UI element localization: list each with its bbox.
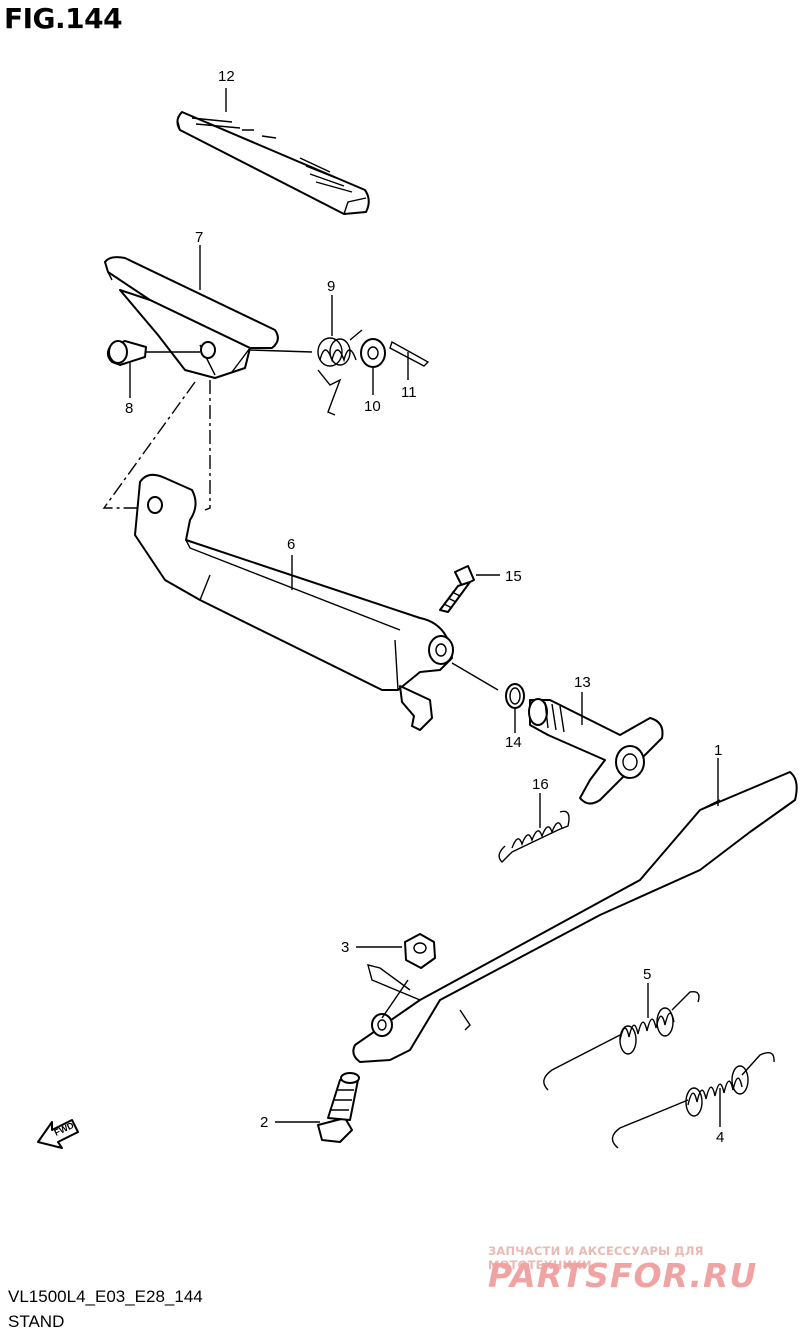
- callout-5: 5: [643, 966, 651, 983]
- part-1-side-stand: [352, 771, 798, 1063]
- part-11-cotter-pin: [389, 340, 430, 367]
- part-15-bolt: [439, 565, 475, 613]
- fwd-arrow-icon: FWD: [37, 1119, 79, 1149]
- callout-1: 1: [714, 742, 722, 759]
- callout-6: 6: [287, 536, 295, 553]
- part-3-nut: [381, 933, 436, 1019]
- callout-12: 12: [218, 68, 235, 85]
- part-12-footrest-rubber: [176, 111, 370, 215]
- callout-14: 14: [505, 734, 522, 751]
- part-2-bolt: [317, 1072, 360, 1143]
- callout-3: 3: [341, 939, 349, 956]
- part-13-shaft: [528, 698, 664, 805]
- part-16-spring: [498, 810, 570, 863]
- watermark-tagline: ЗАПЧАСТИ И АКСЕССУАРЫ ДЛЯ МОТОТЕХНИКИ: [488, 1244, 704, 1272]
- callout-labels: 12 7 8 9 10 11 6 15 14 13 16 1 3 2 5 4: [125, 68, 724, 1146]
- callout-10: 10: [364, 398, 381, 415]
- part-6-bracket: [134, 473, 499, 731]
- part-5-spring: [543, 991, 700, 1091]
- leader-lines: [129, 88, 721, 1127]
- callout-13: 13: [574, 674, 591, 691]
- callout-16: 16: [532, 776, 549, 793]
- part-14-o-ring: [505, 683, 525, 709]
- callout-2: 2: [260, 1114, 268, 1131]
- callout-7: 7: [195, 229, 203, 246]
- part-9-spring: [249, 329, 363, 416]
- callout-8: 8: [125, 400, 133, 417]
- callout-9: 9: [327, 278, 335, 295]
- part-8-pin: [106, 340, 200, 366]
- assembly-line: [102, 380, 211, 511]
- watermark-logo: PARTSFOR.RU: [488, 1256, 758, 1295]
- figure-title: FIG.144: [4, 2, 123, 35]
- part-10-washer: [360, 338, 386, 368]
- figure-code: VL1500L4_E03_E28_144: [8, 1287, 203, 1306]
- callout-4: 4: [716, 1129, 724, 1146]
- callout-15: 15: [505, 568, 522, 585]
- part-4-spring: [611, 1052, 775, 1149]
- callout-11: 11: [401, 384, 417, 401]
- part-7-footrest: [104, 256, 279, 379]
- figure-caption: STAND: [8, 1312, 65, 1331]
